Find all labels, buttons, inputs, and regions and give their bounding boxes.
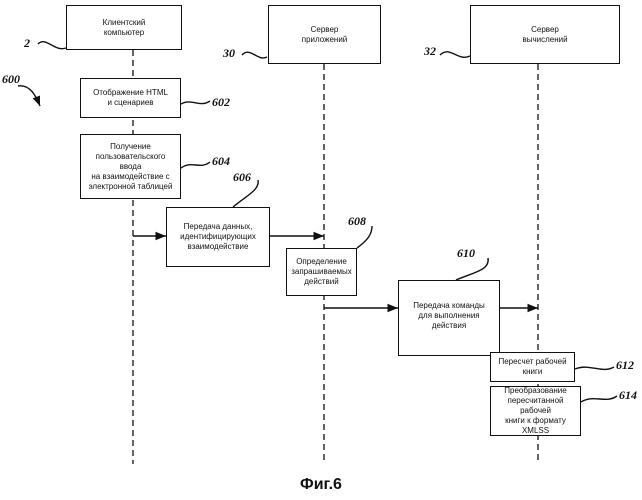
step-box-recalculate: Пересчет рабочей книги <box>490 352 575 382</box>
step-ref-label: 606 <box>233 170 251 184</box>
leader-602 <box>181 101 210 104</box>
leader-612 <box>575 367 614 369</box>
actor-client-box: Клиентский компьютер <box>66 5 182 50</box>
diagram-ref-label: 600 <box>2 72 20 86</box>
step-ref-label: 610 <box>457 246 475 260</box>
ref-label: 32 <box>424 44 436 58</box>
step-box-render-html: Отображение HTML и сценариев <box>80 78 181 118</box>
ref-label: 30 <box>223 46 235 60</box>
step-box-receive-input: Получение пользовательского ввода на вза… <box>80 134 181 199</box>
leader-32 <box>440 52 470 58</box>
leader-610 <box>456 258 488 280</box>
step-ref-label: 612 <box>616 358 634 372</box>
leader-2 <box>38 42 66 49</box>
figure-caption: Фиг.6 <box>0 476 642 494</box>
step-ref-label: 602 <box>212 95 230 109</box>
leader-600 <box>18 86 40 106</box>
step-box-send-command: Передача команды для выполнения действия <box>398 280 500 356</box>
ref-label: 2 <box>24 36 30 50</box>
step-ref-label: 614 <box>619 388 637 402</box>
step-ref-label: 604 <box>212 154 230 168</box>
step-box-determine-actions: Определение запрашиваемых действий <box>286 248 357 296</box>
leader-606 <box>233 180 258 207</box>
leader-608 <box>357 226 372 248</box>
step-box-send-data: Передача данных, идентифицирующих взаимо… <box>166 207 270 267</box>
leader-604 <box>181 162 210 168</box>
leader-614 <box>581 396 617 402</box>
step-box-convert-xmlss: Преобразование пересчитанной рабочей кни… <box>490 386 581 436</box>
actor-app-server-box: Сервер приложений <box>268 5 381 64</box>
actor-compute-server-box: Сервер вычислений <box>470 5 620 64</box>
leader-30 <box>242 52 267 58</box>
step-ref-label: 608 <box>348 214 366 228</box>
